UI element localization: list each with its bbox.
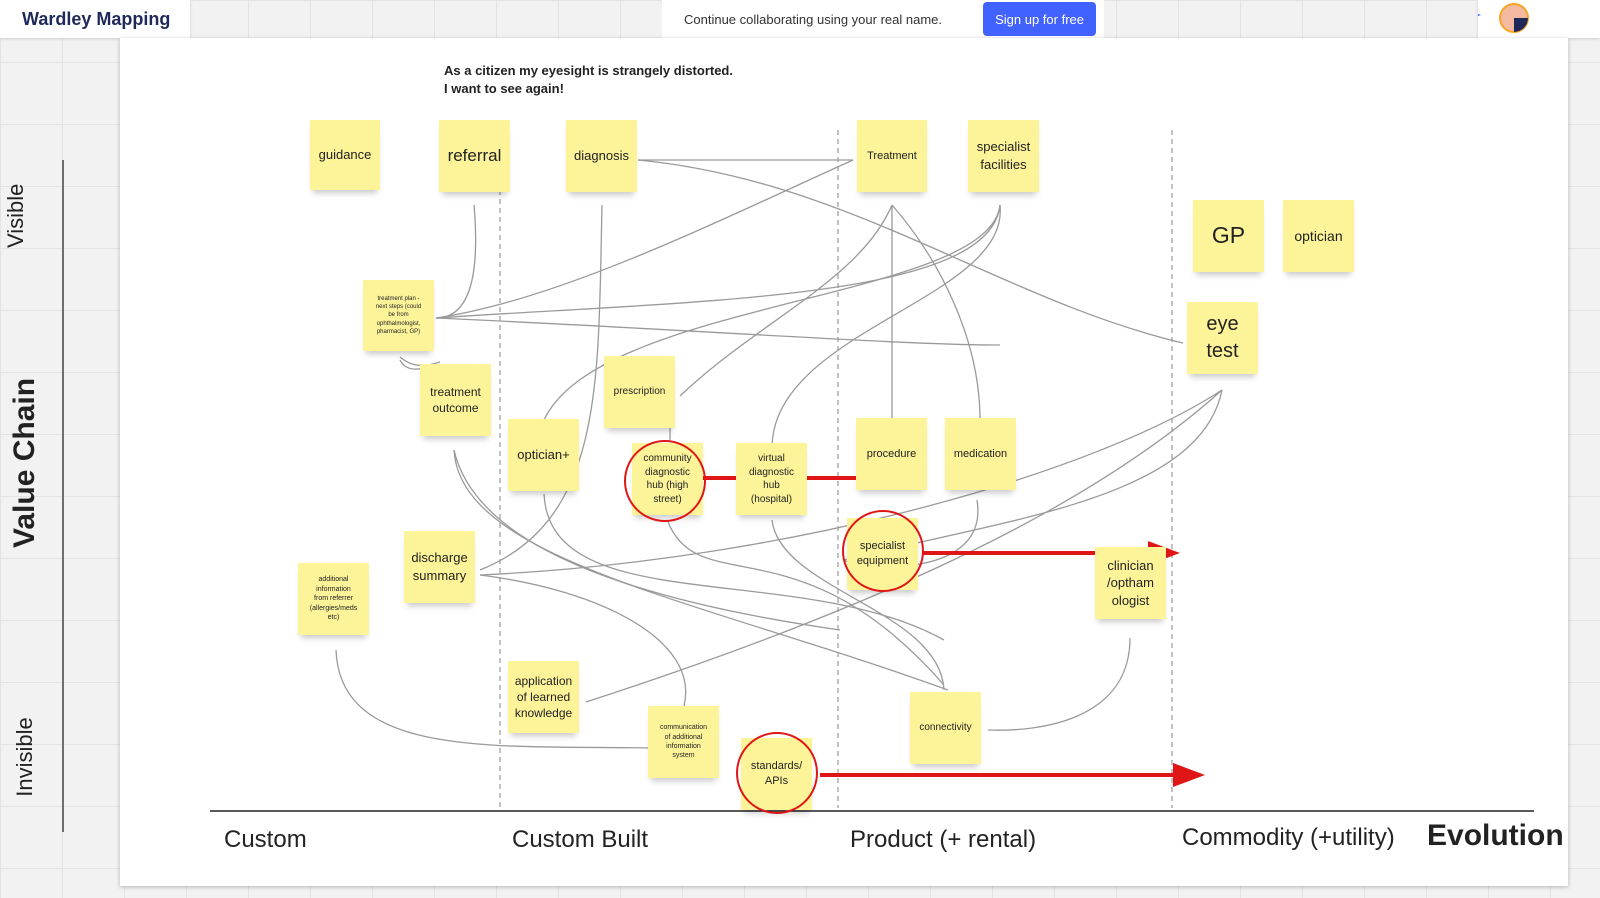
highlight-circle-specialist-equipment bbox=[842, 510, 924, 592]
evolution-arrow bbox=[820, 763, 1205, 787]
y-axis-bottom-label: Invisible bbox=[12, 717, 37, 797]
sticky-additional-information[interactable]: additional information from referrer (al… bbox=[298, 563, 369, 635]
sticky-clinician[interactable]: clinician /optham ologist bbox=[1095, 547, 1166, 619]
y-axis-top-label: Visible bbox=[3, 183, 28, 248]
sticky-virtual-hub[interactable]: virtual diagnostic hub (hospital) bbox=[736, 443, 807, 515]
stage-label-custom-built: Custom Built bbox=[512, 826, 649, 853]
sticky-discharge-summary[interactable]: discharge summary bbox=[404, 531, 475, 603]
highlight-circle-standards bbox=[736, 732, 818, 814]
app-header: Wardley Mapping bbox=[0, 0, 190, 38]
sticky-optician-plus[interactable]: optician+ bbox=[508, 419, 579, 491]
sticky-treatment[interactable]: Treatment bbox=[857, 120, 927, 192]
y-axis-title: Value Chain bbox=[8, 377, 41, 548]
user-need[interactable]: As a citizen my eyesight is strangely di… bbox=[444, 63, 733, 96]
highlight-circle-community-hub bbox=[624, 440, 706, 522]
banner-text: Continue collaborating using your real n… bbox=[684, 11, 942, 27]
cursor-filter-icon[interactable] bbox=[1478, 10, 1481, 24]
signup-button[interactable]: Sign up for free bbox=[983, 2, 1096, 36]
dependency-links bbox=[335, 159, 1223, 749]
app-title[interactable]: Wardley Mapping bbox=[22, 8, 171, 29]
signup-banner: Continue collaborating using your real n… bbox=[662, 0, 1104, 38]
sticky-specialist-facilities[interactable]: specialist facilities bbox=[968, 120, 1039, 192]
sticky-eye-test[interactable]: eye test bbox=[1187, 302, 1258, 374]
stage-label-commodity: Commodity (+utility) bbox=[1182, 824, 1395, 851]
sticky-guidance[interactable]: guidance bbox=[310, 120, 380, 190]
sticky-gp[interactable]: GP bbox=[1193, 200, 1264, 272]
sticky-optician[interactable]: optician bbox=[1283, 200, 1354, 272]
sticky-treatment-plan[interactable]: treatment plan - next steps (could be fr… bbox=[363, 280, 434, 351]
sticky-medication[interactable]: medication bbox=[945, 418, 1016, 490]
sticky-application-knowledge[interactable]: application of learned knowledge bbox=[508, 661, 579, 733]
stage-label-custom: Custom bbox=[224, 826, 307, 853]
sticky-referral[interactable]: referral bbox=[439, 120, 510, 192]
sticky-procedure[interactable]: procedure bbox=[856, 418, 927, 490]
x-axis-title: Evolution bbox=[1427, 819, 1564, 852]
toolbar-right bbox=[1478, 0, 1600, 38]
sticky-prescription[interactable]: prescription bbox=[604, 356, 675, 428]
stage-label-product: Product (+ rental) bbox=[850, 826, 1037, 853]
sticky-connectivity[interactable]: connectivity bbox=[910, 692, 981, 764]
sticky-communication[interactable]: communication of additional information … bbox=[648, 706, 719, 778]
sticky-treatment-outcome[interactable]: treatment outcome bbox=[420, 364, 491, 436]
sticky-diagnosis[interactable]: diagnosis bbox=[566, 120, 637, 192]
avatar[interactable] bbox=[1499, 3, 1529, 33]
